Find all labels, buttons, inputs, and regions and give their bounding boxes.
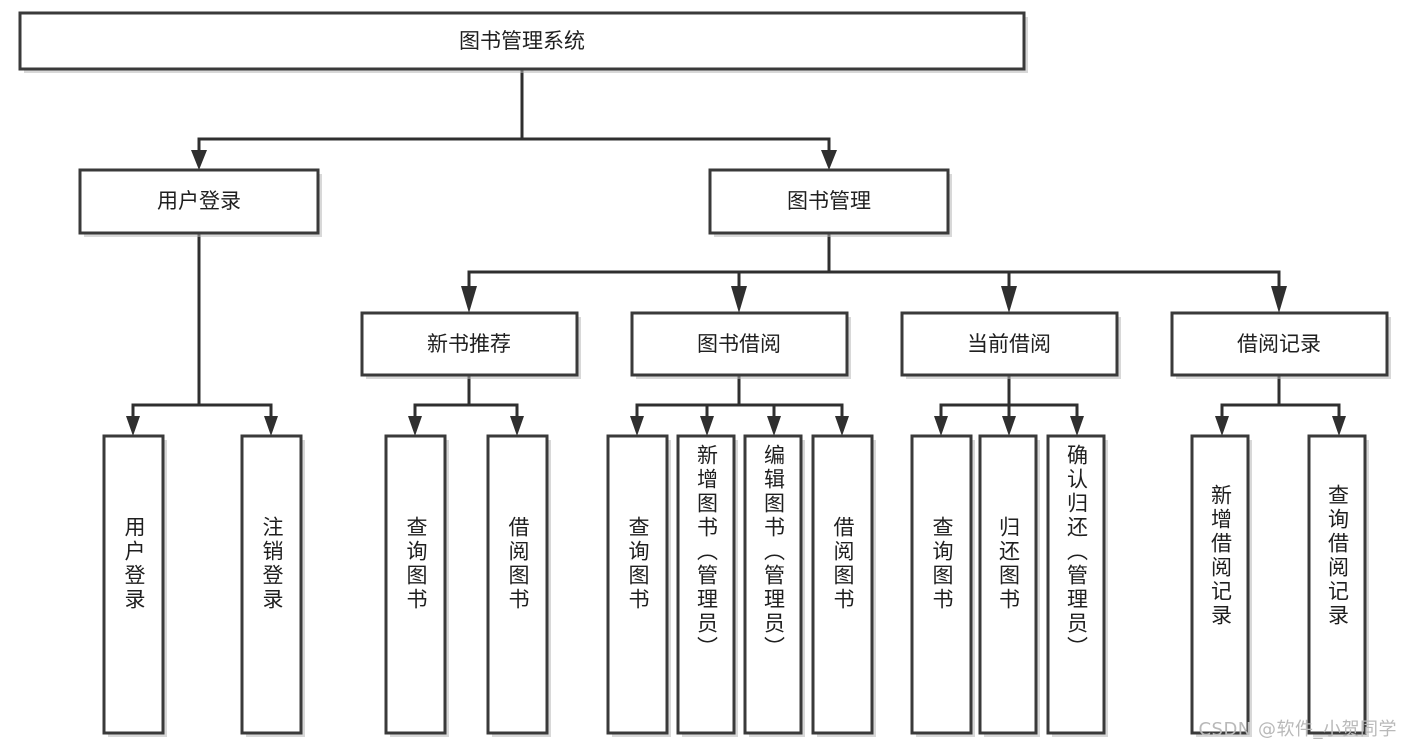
node-current-borrow[interactable]: 当前借阅 <box>900 311 1121 379</box>
arrow-user-login <box>191 150 207 170</box>
arrow-leaf-borrow-book-2 <box>835 416 849 436</box>
node-root-label: 图书管理系统 <box>459 29 585 53</box>
leaf-box-add-record[interactable] <box>1190 434 1252 737</box>
connector-borrow-record-to-leaves <box>1215 373 1346 436</box>
connector-new-book-recommend-to-leaves <box>408 373 524 436</box>
leaf-box-edit-book[interactable] <box>743 434 805 737</box>
node-book-borrow[interactable]: 图书借阅 <box>630 311 851 379</box>
connector-root-to-level2 <box>191 68 837 170</box>
arrow-new-book-recommend <box>461 286 477 313</box>
connector-user-login-to-leaves <box>126 231 278 436</box>
leaf-box-query-book-3[interactable] <box>910 434 975 737</box>
leaf-box-user-logout[interactable] <box>240 434 305 737</box>
connector-book-borrow-to-leaves <box>630 373 849 436</box>
arrow-leaf-query-book-1 <box>408 416 422 436</box>
arrow-book-borrow <box>731 286 747 313</box>
node-borrow-record[interactable]: 借阅记录 <box>1170 311 1391 379</box>
node-new-book-recommend[interactable]: 新书推荐 <box>360 311 581 379</box>
arrow-leaf-add-book <box>700 416 714 436</box>
arrow-leaf-query-record <box>1332 416 1346 436</box>
node-user-login-label: 用户登录 <box>157 189 241 213</box>
leaf-box-borrow-book-2[interactable] <box>811 434 876 737</box>
arrow-leaf-query-book-2 <box>630 416 644 436</box>
connector-current-borrow-to-leaves <box>934 373 1084 436</box>
arrow-leaf-edit-book <box>767 416 781 436</box>
arrow-leaf-add-record <box>1215 416 1229 436</box>
arrow-leaf-confirm-return <box>1070 416 1084 436</box>
arrow-leaf-borrow-book-1 <box>510 416 524 436</box>
arrow-leaf-return-book <box>1002 416 1016 436</box>
node-root[interactable]: 图书管理系统 <box>18 11 1028 73</box>
leaf-box-query-record[interactable] <box>1307 434 1369 737</box>
leaf-box-return-book[interactable] <box>978 434 1040 737</box>
node-user-login[interactable]: 用户登录 <box>78 168 322 237</box>
arrow-leaf-user-logout <box>264 416 278 436</box>
arrow-borrow-record <box>1271 286 1287 313</box>
arrow-current-borrow <box>1001 286 1017 313</box>
csdn-watermark: CSDN @软件_小贺同学 <box>1198 719 1397 740</box>
leaf-box-query-book-1[interactable] <box>384 434 449 737</box>
arrow-leaf-query-book-3 <box>934 416 948 436</box>
leaf-box-borrow-book-1[interactable] <box>486 434 551 737</box>
leaf-box-query-book-2[interactable] <box>606 434 671 737</box>
node-book-management-label: 图书管理 <box>787 189 871 213</box>
leaf-box-confirm-return[interactable] <box>1046 434 1108 737</box>
node-new-book-recommend-label: 新书推荐 <box>427 332 511 356</box>
leaf-box-user-login[interactable] <box>102 434 167 737</box>
node-current-borrow-label: 当前借阅 <box>967 332 1051 356</box>
arrow-leaf-user-login <box>126 416 140 436</box>
arrow-book-management <box>821 150 837 170</box>
connector-book-management-to-level3 <box>461 231 1287 313</box>
leaf-box-add-book[interactable] <box>676 434 738 737</box>
node-book-borrow-label: 图书借阅 <box>697 332 781 356</box>
node-book-management[interactable]: 图书管理 <box>708 168 952 237</box>
node-borrow-record-label: 借阅记录 <box>1237 332 1321 356</box>
